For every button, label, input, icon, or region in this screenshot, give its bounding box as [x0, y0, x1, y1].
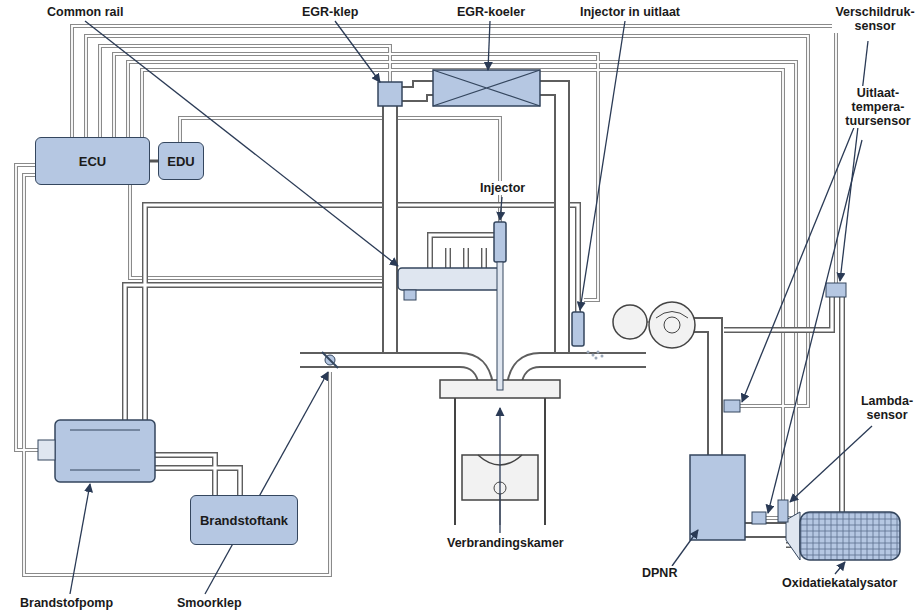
- part-label: Common rail: [45, 5, 125, 19]
- node-text: EDU: [163, 154, 198, 169]
- part-label: Verbrandingskamer: [445, 536, 566, 550]
- part-label: Smoorklep: [175, 596, 244, 610]
- control-unit: ECU: [35, 137, 150, 185]
- part-label: Injector: [478, 181, 527, 195]
- part-label: Lambda- sensor: [856, 394, 918, 422]
- part-label: Verschildruk- sensor: [832, 5, 918, 33]
- part-label: DPNR: [640, 566, 679, 580]
- part-label: Oxidatiekatalysator: [780, 576, 899, 590]
- part-label: Uitlaat- tempera- tuursensor: [838, 86, 918, 128]
- driver-unit: EDU: [158, 142, 204, 180]
- part-label: EGR-koeler: [455, 5, 527, 19]
- fuel-tank: Brandstoftank: [190, 495, 298, 545]
- signal-wire: [150, 160, 158, 163]
- part-label: EGR-klep: [300, 5, 360, 19]
- node-text: Brandstoftank: [196, 513, 292, 528]
- node-text: ECU: [75, 154, 110, 169]
- part-label: Brandstofpomp: [18, 596, 115, 610]
- part-label: Injector in uitlaat: [578, 5, 682, 19]
